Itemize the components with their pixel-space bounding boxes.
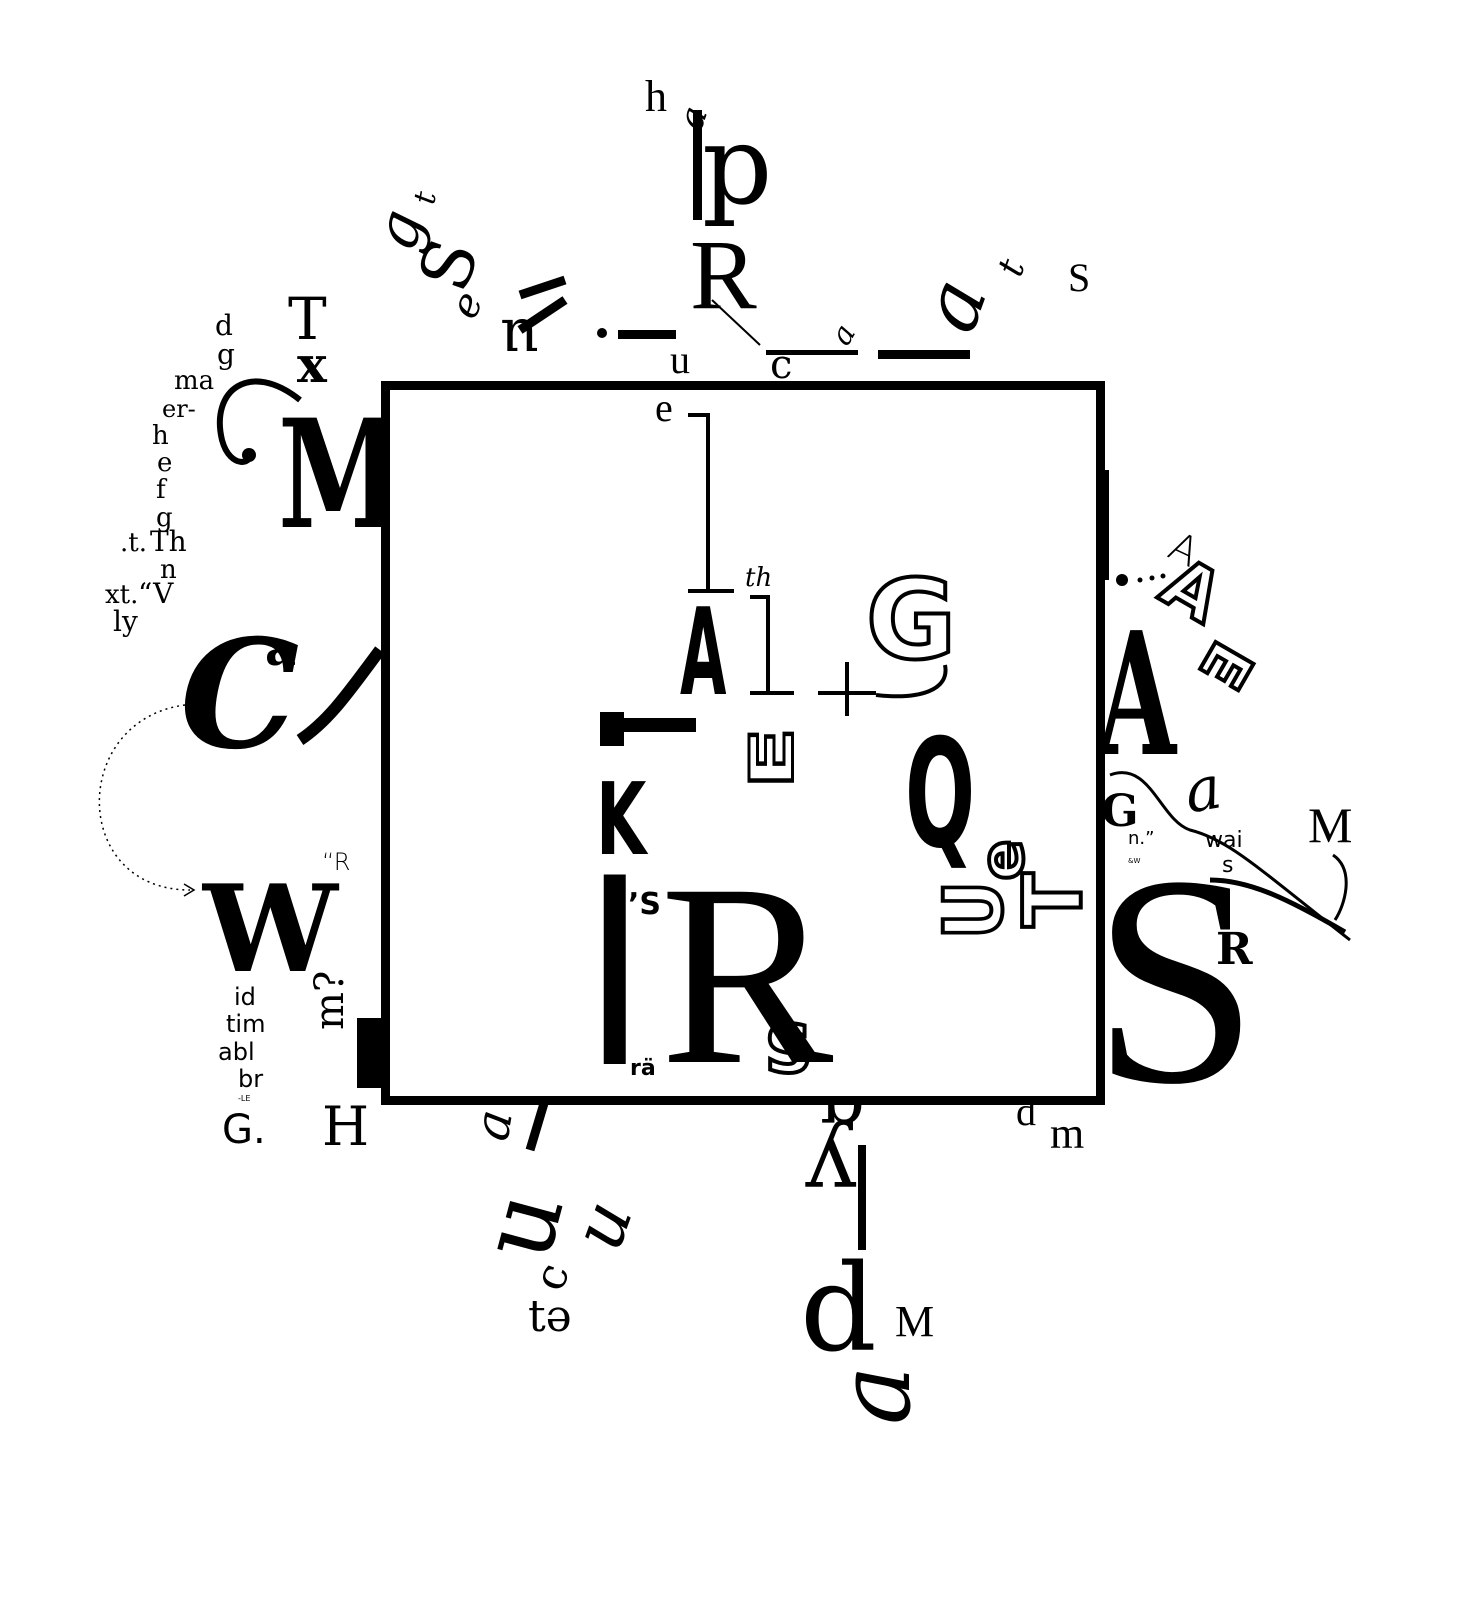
glyph-top-p: p [702, 101, 773, 229]
glyph-in-R: R [660, 831, 834, 1119]
rule-top-bar-2 [878, 350, 970, 359]
swash-left [296, 646, 385, 745]
glyph-left-W: W [203, 859, 338, 1000]
rule-bracket-v [766, 595, 770, 695]
glyph-top-u: u [670, 337, 690, 382]
glyph-left-ma: ma [174, 366, 215, 396]
glyph-top-c: c [770, 342, 793, 388]
glyph-in-G: G [864, 556, 958, 684]
rule-plus-v [845, 662, 849, 716]
rule-bottom-vertical [858, 1145, 866, 1250]
glyph-bot-d: d [800, 1240, 877, 1379]
dot-right-3 [1149, 575, 1155, 581]
glyph-left-T: T [288, 285, 327, 353]
glyph-left-G: G. [222, 1107, 266, 1153]
dot-right-2 [1137, 577, 1143, 583]
rule-bottom-slant [525, 1098, 550, 1152]
glyph-in-th: th [745, 563, 773, 593]
glyph-right-wai: wai [1205, 828, 1243, 853]
swash-right-2 [1209, 877, 1347, 935]
glyph-left-H: H [322, 1095, 370, 1158]
glyph-left-e: e [157, 448, 173, 478]
glyph-left-Th: Th [150, 525, 187, 558]
glyph-right-S: S [1092, 814, 1259, 1146]
glyph-left-id: id [234, 983, 256, 1011]
glyph-in-T2: T [1004, 871, 1101, 930]
swash-ball [242, 448, 256, 462]
rule-bracket-top [750, 595, 770, 599]
glyph-in-Q: Q [905, 708, 976, 882]
glyph-in-K: K [596, 761, 647, 878]
dotted-arrow-curve [98, 704, 191, 891]
glyph-right-s: s [1222, 853, 1234, 878]
glyph-left-br: br [238, 1065, 264, 1093]
rule-inner-cap-1 [688, 413, 710, 417]
glyph-top-R: R [690, 219, 757, 330]
rule-top-bar-3 [766, 350, 858, 355]
g-tail [875, 664, 948, 699]
glyph-left-tim: tim [226, 1010, 266, 1038]
glyph-left-d: d [215, 309, 233, 342]
glyph-left-t: .t. [120, 528, 147, 558]
glyph-right-m: m [1050, 1109, 1085, 1158]
rule-inner-vertical-1 [706, 413, 710, 593]
glyph-left-f: f [156, 475, 166, 505]
bar-T-stem [600, 712, 624, 746]
glyph-in-U: U [926, 879, 1023, 941]
glyph-left-g: g [217, 338, 235, 371]
rule-slant-1 [517, 296, 568, 334]
glyph-left-LE: -LE [238, 1094, 251, 1103]
glyph-in-S: S [763, 1011, 815, 1088]
rule-diagonal-r [711, 299, 761, 346]
glyph-in-e: e [655, 385, 673, 430]
swash-right [1109, 771, 1351, 942]
glyph-left-er: er- [162, 395, 196, 423]
glyph-in-A: A [680, 584, 727, 723]
rule-top-bar-1 [618, 330, 676, 339]
glyph-left-g2: g [156, 503, 173, 533]
rule-inner-cap-2 [688, 589, 734, 593]
glyph-in-E: E [736, 725, 810, 790]
glyph-left-h: h [152, 421, 169, 451]
glyph-right-n: n.” [1128, 828, 1155, 849]
glyph-left-n: n [160, 555, 177, 585]
flourish-m [1332, 853, 1348, 921]
glyph-in-s: ’S [628, 887, 662, 922]
dot-right-1 [1116, 574, 1128, 586]
glyph-left-abl: abl [218, 1038, 255, 1066]
glyph-left-a: a [265, 621, 297, 677]
swash-top-left [217, 378, 302, 465]
glyph-right-G: G [1101, 786, 1139, 837]
glyph-left-C: C [180, 607, 300, 783]
glyph-top-h: h [645, 72, 667, 121]
dotted-arrow-head [183, 883, 196, 897]
central-frame [381, 381, 1105, 1105]
glyph-left-ly: ly [113, 605, 138, 638]
rule-slant-2 [518, 275, 567, 300]
peek-left-m [357, 1018, 381, 1088]
glyph-right-A-big: A [1097, 595, 1177, 795]
rule-top-vertical [693, 110, 702, 220]
glyph-left-R: “R [322, 848, 351, 876]
glyph-right-sw: &W [1128, 857, 1141, 865]
glyph-right-M: M [1308, 797, 1353, 853]
glyph-top-S: S [1068, 255, 1091, 300]
glyph-left-x: x [297, 335, 327, 394]
glyph-left-V: “V [138, 577, 174, 610]
dot-right-4 [1160, 573, 1166, 579]
glyph-right-R: R [1216, 924, 1253, 975]
glyph-bot-te: tə [528, 1291, 572, 1342]
glyph-in-I: I [593, 824, 637, 1126]
rule-bracket-bot [750, 691, 794, 695]
glyph-left-xt: xt. [105, 580, 139, 610]
glyph-in-ra: rä [630, 1056, 656, 1081]
dot-top [597, 328, 607, 338]
glyph-bot-M: M [895, 1297, 935, 1346]
